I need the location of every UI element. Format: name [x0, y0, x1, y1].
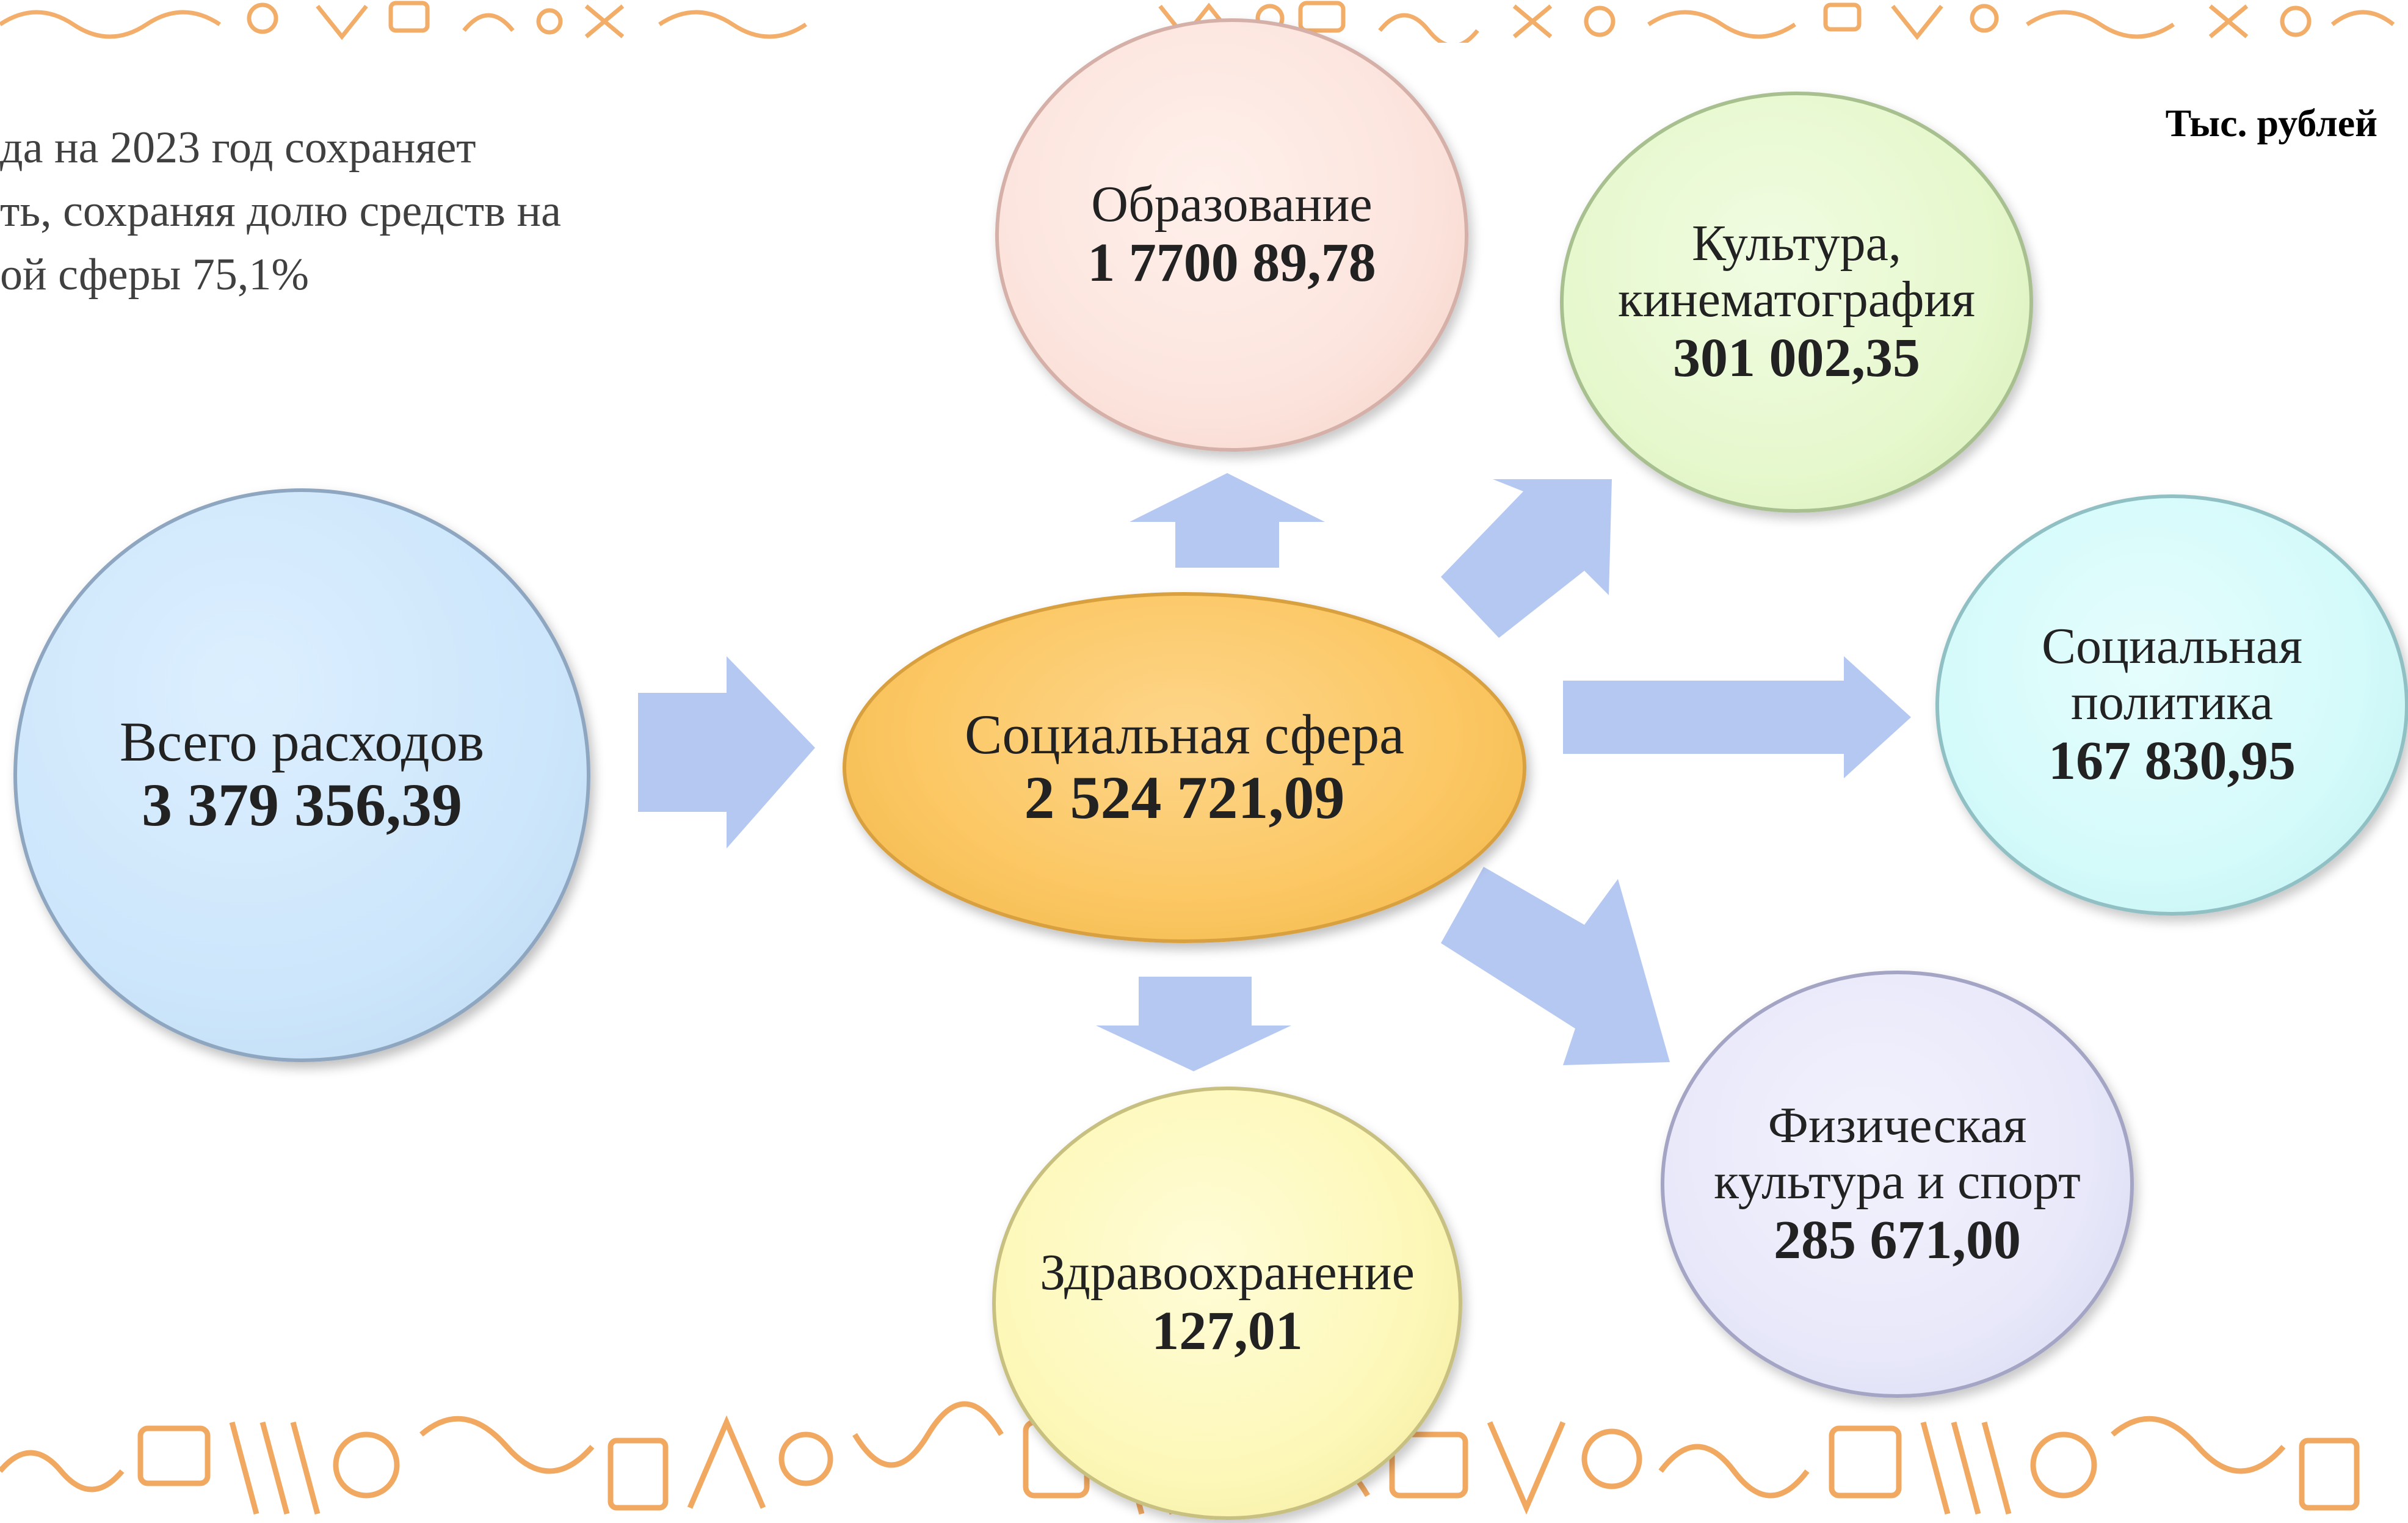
node-culture-label-line1: Культура,: [1692, 215, 1901, 272]
node-culture: Культура, кинематография 301 002,35: [1560, 92, 2033, 513]
node-social-policy-value: 167 830,95: [2048, 731, 2296, 791]
node-sport: Физическая культура и спорт 285 671,00: [1661, 971, 2134, 1398]
node-health-label: Здравоохранение: [1040, 1244, 1415, 1301]
node-culture-label-line2: кинематография: [1617, 271, 1976, 328]
arrow-total-to-social: [638, 656, 815, 848]
node-education-value: 1 7700 89,78: [1087, 233, 1376, 293]
arrow-social-to-health: [1096, 977, 1291, 1071]
arrow-social-to-social-policy: [1563, 656, 1911, 778]
node-social-policy: Социальная политика 167 830,95: [1935, 494, 2408, 916]
node-health: Здравоохранение 127,01: [992, 1087, 1462, 1520]
intro-line-2: ть, сохраняя долю средств на: [0, 186, 561, 236]
units-label: Тыс. рублей: [2165, 101, 2377, 145]
node-social-sphere-label: Социальная сфера: [965, 703, 1404, 765]
arrow-social-to-education: [1130, 473, 1325, 568]
intro-line-1: да на 2023 год сохраняет: [0, 123, 476, 173]
node-social-sphere: Социальная сфера 2 524 721,09: [843, 592, 1526, 943]
node-education: Образование 1 7700 89,78: [995, 18, 1468, 452]
top-ornament-band: [0, 0, 2408, 43]
node-culture-value: 301 002,35: [1673, 328, 1920, 388]
intro-line-3: ой сферы 75,1%: [0, 250, 310, 300]
node-sport-label-line2: культура и спорт: [1714, 1153, 2081, 1210]
node-social-policy-label-line1: Социальная: [2041, 618, 2303, 675]
node-total-expenses: Всего расходов 3 379 356,39: [13, 488, 590, 1062]
node-social-policy-label-line2: политика: [2070, 674, 2274, 731]
node-total-expenses-label: Всего расходов: [119, 711, 485, 773]
node-sport-label-line1: Физическая: [1768, 1097, 2027, 1154]
arrow-social-to-sport: [1441, 867, 1670, 1065]
node-education-label: Образование: [1091, 176, 1373, 233]
arrow-social-to-culture: [1441, 479, 1612, 638]
node-health-value: 127,01: [1151, 1301, 1303, 1361]
node-sport-value: 285 671,00: [1774, 1210, 2021, 1270]
node-total-expenses-value: 3 379 356,39: [142, 771, 462, 839]
intro-text: да на 2023 год сохраняет ть, сохраняя до…: [0, 116, 684, 306]
node-social-sphere-value: 2 524 721,09: [1024, 763, 1345, 831]
